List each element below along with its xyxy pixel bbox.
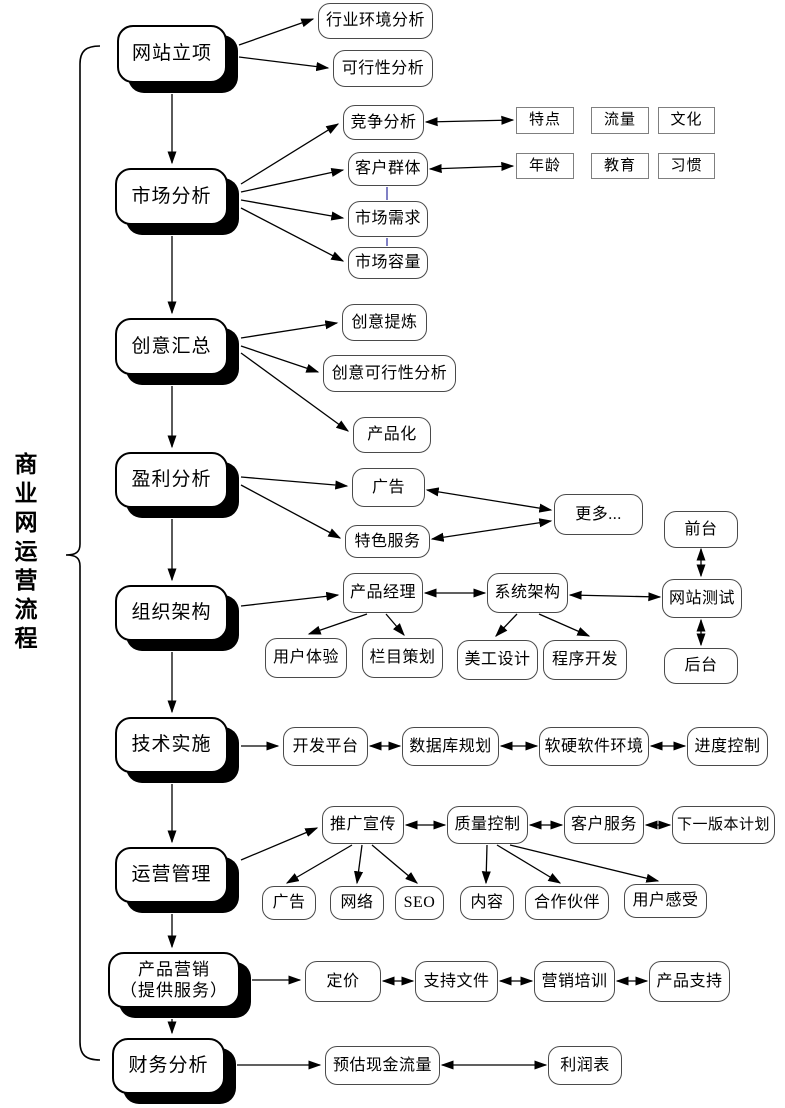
node-partners: 合作伙伴: [525, 886, 609, 920]
node-network: 网络: [330, 886, 384, 920]
node-website-project-initiation: 网站立项: [117, 25, 227, 83]
node-development-platform: 开发平台: [283, 727, 368, 766]
branch-arrows: [237, 18, 660, 1070]
node-program-development: 程序开发: [543, 640, 627, 680]
node-art-design: 美工设计: [457, 640, 538, 680]
node-traffic: 流量: [591, 107, 649, 134]
node-education: 教育: [591, 153, 649, 179]
node-product-marketing-line1: 产品营销: [138, 959, 210, 979]
node-profit-statement: 利润表: [548, 1046, 622, 1085]
node-progress-control: 进度控制: [687, 727, 768, 766]
node-culture: 文化: [658, 107, 715, 134]
node-market-capacity: 市场容量: [348, 247, 428, 279]
node-advertising-promo: 广告: [262, 886, 316, 920]
node-market-analysis: 市场分析: [115, 168, 228, 225]
node-productization: 产品化: [353, 417, 431, 453]
node-system-architecture: 系统架构: [487, 573, 568, 613]
node-advertising-profit: 广告: [352, 468, 425, 507]
node-software-hardware-environment: 软硬软件环境: [539, 727, 649, 766]
node-product-manager: 产品经理: [343, 573, 423, 613]
node-feasibility-analysis: 可行性分析: [333, 50, 433, 87]
node-market-demand: 市场需求: [348, 201, 428, 237]
node-product-marketing: 产品营销 （提供服务）: [108, 952, 240, 1008]
node-seo: SEO: [395, 886, 444, 920]
node-customer-service: 客户服务: [564, 806, 644, 844]
node-special-services: 特色服务: [345, 525, 430, 558]
node-idea-feasibility-analysis: 创意可行性分析: [323, 355, 456, 392]
node-marketing-training: 营销培训: [534, 961, 615, 1002]
node-product-support: 产品支持: [649, 961, 730, 1002]
node-user-experience: 用户体验: [265, 638, 347, 678]
node-characteristics: 特点: [516, 107, 574, 134]
node-support-documents: 支持文件: [415, 961, 498, 1002]
curly-brace: [65, 45, 101, 1061]
node-website-testing: 网站测试: [662, 579, 742, 618]
node-next-version-plan: 下一版本计划: [672, 806, 775, 844]
node-front-end: 前台: [664, 511, 738, 548]
node-operation-management: 运营管理: [115, 847, 228, 903]
node-promotion-publicity: 推广宣传: [322, 806, 404, 844]
node-column-planning: 栏目策划: [362, 638, 443, 678]
node-content: 内容: [460, 886, 514, 920]
node-database-planning: 数据库规划: [402, 727, 499, 766]
node-user-feedback: 用户感受: [624, 884, 707, 918]
node-customer-groups: 客户群体: [348, 152, 428, 186]
node-quality-control: 质量控制: [447, 806, 528, 844]
node-idea-aggregation: 创意汇总: [115, 318, 228, 375]
node-age: 年龄: [516, 153, 574, 179]
node-profit-analysis: 盈利分析: [115, 452, 228, 508]
node-estimated-cash-flow: 预估现金流量: [325, 1046, 440, 1085]
node-industry-environment-analysis: 行业环境分析: [318, 3, 433, 39]
node-technical-implementation: 技术实施: [115, 717, 228, 773]
diagram-title: 商业网运营流程: [11, 452, 36, 655]
node-more: 更多...: [554, 494, 643, 535]
node-back-end: 后台: [664, 648, 738, 684]
node-pricing: 定价: [305, 961, 381, 1002]
node-competition-analysis: 竞争分析: [343, 105, 424, 140]
node-organization-structure: 组织架构: [115, 585, 228, 641]
node-financial-analysis: 财务分析: [112, 1038, 225, 1094]
double-arrows: [368, 115, 706, 1070]
node-idea-refinement: 创意提炼: [342, 304, 427, 341]
node-product-marketing-line2: （提供服务）: [120, 981, 228, 1000]
node-habits: 习惯: [658, 153, 715, 179]
